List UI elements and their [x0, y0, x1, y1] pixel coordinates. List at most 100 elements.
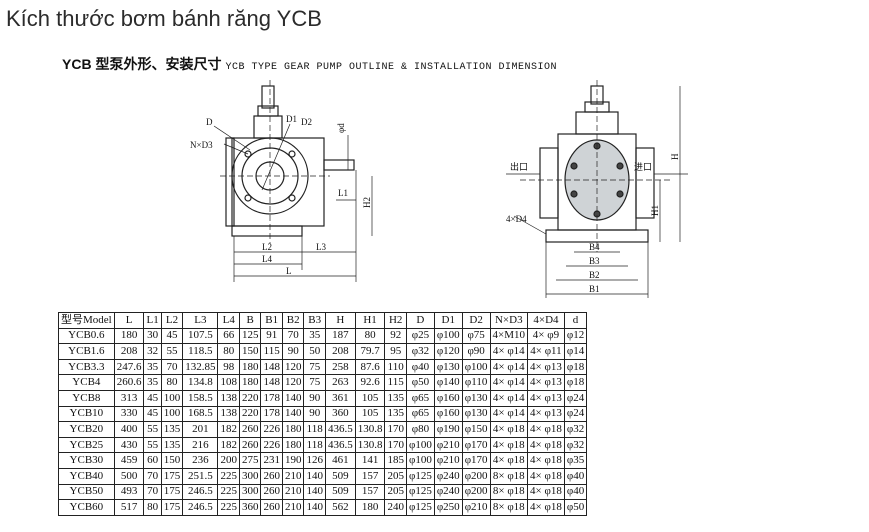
table-cell: φ125	[405, 467, 435, 485]
table-cell: 459	[113, 452, 145, 469]
table-cell: 115	[384, 374, 407, 391]
table-cell: 125	[238, 327, 262, 345]
table-cell: 231	[260, 452, 283, 469]
table-cell: 118	[303, 421, 326, 438]
label-d1: D1	[286, 114, 297, 124]
left-drive-shaft	[323, 159, 355, 171]
table-cell: 118	[303, 436, 326, 454]
table-cell: 226	[260, 436, 283, 454]
label-h1: H1	[650, 205, 660, 216]
table-cell: 180	[238, 374, 262, 391]
table-cell: 225	[217, 467, 240, 485]
table-cell: φ210	[433, 452, 463, 469]
table-cell: 210	[281, 467, 305, 485]
table-cell: 55	[160, 343, 184, 360]
table-cell: 175	[160, 499, 184, 516]
table-cell: φ18	[563, 374, 588, 391]
table-cell: 436.5	[324, 421, 356, 438]
label-l2: L2	[262, 242, 272, 252]
table-cell: 157	[354, 467, 386, 485]
table-cell: 75	[303, 374, 326, 391]
table-cell: 105	[354, 405, 386, 423]
table-cell: φ24	[563, 405, 588, 423]
table-cell: 4× φ18	[527, 421, 565, 438]
table-cell: 251.5	[182, 467, 219, 485]
table-cell: φ150	[461, 421, 491, 438]
table-cell: 175	[160, 467, 184, 485]
table-cell: 361	[324, 389, 356, 407]
table-cell: 8× φ18	[489, 467, 529, 485]
table-cell: 70	[160, 358, 184, 376]
table-cell: YCB25	[58, 436, 115, 454]
table-cell: 260	[238, 421, 262, 438]
table-cell: 4× φ18	[527, 452, 565, 469]
table-cell: φ250	[433, 499, 463, 516]
right-bolt	[570, 190, 578, 198]
table-cell: 141	[354, 452, 386, 469]
table-cell: 70	[143, 467, 162, 485]
table-cell: 4×M10	[489, 327, 529, 345]
label-h2: H2	[362, 197, 372, 208]
table-cell: φ50	[563, 499, 588, 516]
table-header-cell: D	[405, 312, 435, 329]
table-cell: 95	[384, 343, 407, 360]
table-cell: 60	[143, 452, 162, 469]
table-cell: φ125	[405, 499, 435, 516]
table-cell: 4× φ14	[489, 374, 529, 391]
table-cell: 66	[217, 327, 240, 345]
label-b3: B3	[589, 256, 600, 266]
label-l1: L1	[338, 188, 348, 198]
table-cell: φ110	[461, 374, 491, 391]
subtitle-chinese: YCB 型泵外形、安装尺寸	[62, 56, 222, 72]
table-cell: 80	[354, 327, 386, 345]
table-cell: 400	[113, 421, 145, 438]
table-cell: YCB3.3	[58, 358, 115, 376]
table-cell: 45	[143, 405, 162, 423]
table-cell: YCB8	[58, 389, 115, 407]
table-cell: φ130	[433, 358, 463, 376]
table-cell: 205	[384, 483, 407, 501]
table-cell: 4× φ13	[527, 358, 565, 376]
label-4-d4: 4×D4	[506, 214, 527, 224]
label-l4: L4	[262, 254, 272, 264]
table-cell: 517	[113, 499, 145, 516]
table-cell: 260	[260, 467, 283, 485]
table-cell: 75	[303, 358, 326, 376]
table-cell: 148	[260, 374, 283, 391]
right-view-labels: 出口 进口 H H1 4×D4 B4 B3 B2 B1	[506, 153, 680, 294]
table-cell: 225	[217, 499, 240, 516]
label-inlet: 进口	[634, 162, 652, 172]
table-cell: 158.5	[182, 389, 219, 407]
table-cell: 55	[143, 436, 162, 454]
table-cell: φ100	[405, 452, 435, 469]
table-cell: 87.6	[354, 358, 386, 376]
table-header-cell: B1	[260, 312, 283, 329]
table-cell: 4× φ11	[527, 343, 565, 360]
table-cell: 140	[303, 467, 326, 485]
table-header-cell: D2	[461, 312, 491, 329]
table-cell: 205	[384, 467, 407, 485]
table-cell: 210	[281, 499, 305, 516]
right-bolt	[616, 190, 624, 198]
table-cell: φ100	[461, 358, 491, 376]
table-cell: 130.8	[354, 436, 386, 454]
table-cell: 436.5	[324, 436, 356, 454]
table-header-cell: L1	[143, 312, 162, 329]
label-b4: B4	[589, 242, 600, 252]
table-cell: φ130	[461, 405, 491, 423]
left-bolt-hole	[288, 194, 296, 202]
table-cell: 120	[281, 358, 305, 376]
table-cell: 132.85	[182, 358, 219, 376]
left-top-shaft	[261, 85, 275, 109]
table-cell: φ210	[433, 436, 463, 454]
table-cell: 4× φ13	[527, 405, 565, 423]
table-cell: 45	[143, 389, 162, 407]
left-bolt-hole	[244, 150, 252, 158]
table-cell: 170	[384, 421, 407, 438]
table-cell: 118.5	[182, 343, 219, 360]
